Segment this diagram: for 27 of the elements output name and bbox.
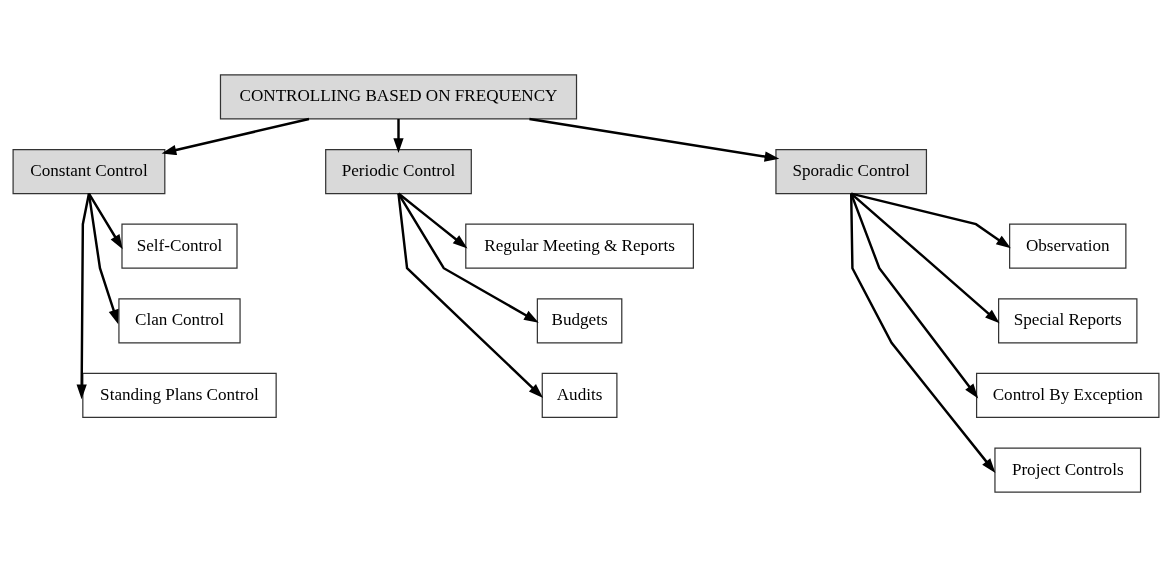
node-box: Periodic Control [325, 148, 472, 195]
arrow [393, 119, 404, 153]
arrow [87, 192, 123, 250]
arrow [397, 193, 544, 398]
arrow [849, 193, 996, 473]
arrow [87, 193, 119, 325]
node-box: Observation [1009, 223, 1127, 269]
node-box: Clan Control [118, 298, 241, 344]
node-box: Audits [541, 372, 618, 419]
node-box: Standing Plans Control [82, 372, 277, 419]
arrow [397, 192, 539, 323]
arrow [76, 193, 91, 400]
node-box: Budgets [536, 298, 623, 344]
arrow [850, 192, 1000, 324]
arrow [397, 192, 468, 249]
arrow [850, 192, 1011, 249]
node-box: Special Reports [998, 298, 1138, 344]
arrow [529, 117, 780, 162]
node-box: Regular Meeting & Reports [465, 223, 694, 269]
node-box: Constant Control [12, 148, 166, 195]
node-box: Sporadic Control [775, 148, 928, 195]
node-box: Control By Exception [976, 372, 1160, 419]
node-box: Project Controls [994, 447, 1142, 493]
arrow [161, 117, 310, 156]
node-box: Self-Control [121, 223, 238, 269]
node-box: CONTROLLING BASED ON FREQUENCY [219, 74, 578, 120]
arrow [850, 193, 979, 399]
